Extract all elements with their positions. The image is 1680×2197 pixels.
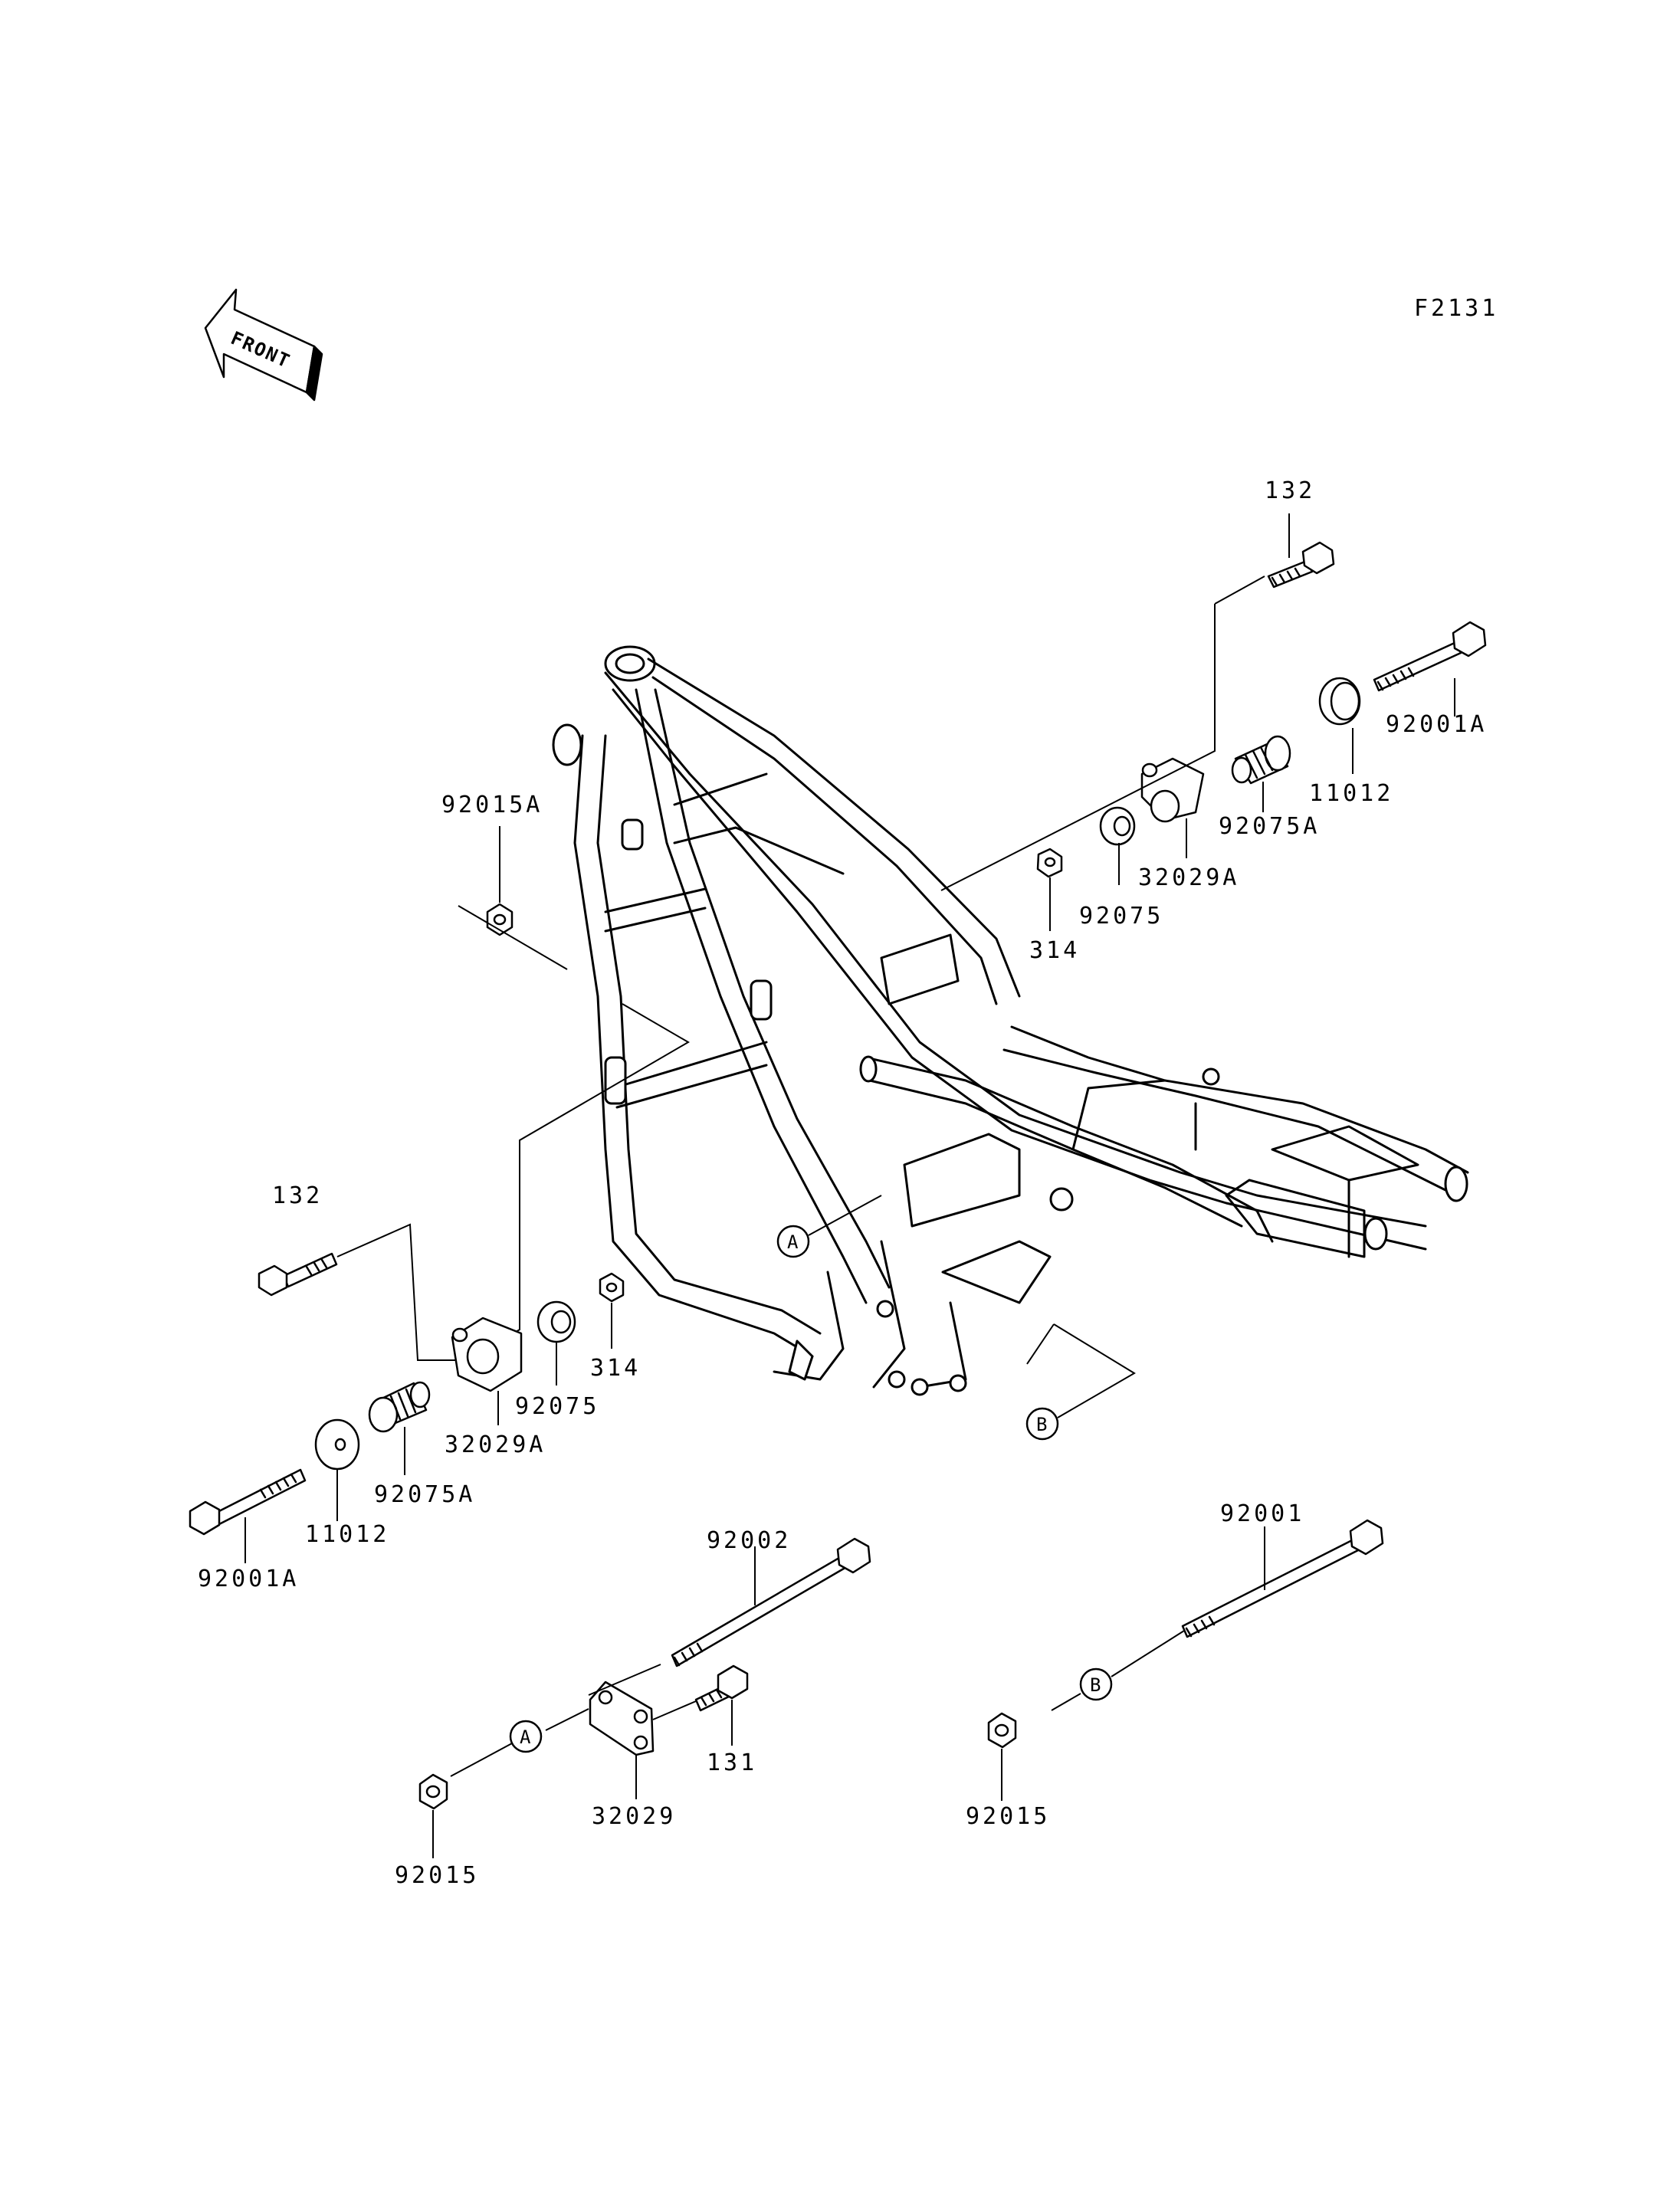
label-132-top: 132 bbox=[1265, 477, 1315, 504]
label-92002: 92002 bbox=[707, 1527, 791, 1554]
label-92075A-top: 92075A bbox=[1219, 813, 1320, 840]
label-92075-left: 92075 bbox=[515, 1393, 599, 1420]
label-32029: 32029 bbox=[592, 1803, 676, 1830]
bolt-92001A-top-icon bbox=[1373, 621, 1487, 692]
motorcycle-frame bbox=[552, 645, 1469, 1396]
label-314-left: 314 bbox=[590, 1355, 641, 1382]
nut-314-left-icon bbox=[599, 1272, 625, 1303]
nut-92015-right-icon bbox=[987, 1712, 1017, 1749]
bolt-131-icon bbox=[694, 1664, 749, 1712]
svg-text:B: B bbox=[1036, 1414, 1047, 1435]
bracket-32029A-top-icon bbox=[1140, 757, 1205, 823]
label-132-left: 132 bbox=[272, 1182, 323, 1209]
bracket-32029A-left-icon bbox=[451, 1317, 523, 1392]
label-92015-left: 92015 bbox=[395, 1862, 479, 1889]
label-92001A-left: 92001A bbox=[198, 1566, 299, 1592]
ref-circle-a-bottom: A bbox=[509, 1720, 543, 1753]
label-11012-left: 11012 bbox=[305, 1521, 389, 1548]
label-92001A-top: 92001A bbox=[1386, 711, 1487, 738]
label-92015A: 92015A bbox=[441, 792, 543, 818]
label-131: 131 bbox=[707, 1749, 757, 1776]
ref-circle-b-bottom: B bbox=[1079, 1667, 1113, 1701]
bolt-92002-icon bbox=[671, 1537, 871, 1667]
bolt-92001-icon bbox=[1181, 1519, 1384, 1638]
label-32029A-top: 32029A bbox=[1138, 864, 1239, 891]
bolt-92001A-left-icon bbox=[189, 1468, 307, 1536]
svg-text:A: A bbox=[787, 1231, 799, 1253]
nut-314-top-icon bbox=[1036, 848, 1063, 878]
plate-32029-icon bbox=[589, 1681, 655, 1756]
svg-text:A: A bbox=[520, 1726, 531, 1748]
label-314-top: 314 bbox=[1029, 937, 1080, 964]
damper-92075A-left-icon bbox=[368, 1381, 431, 1433]
damper-92075-left-icon bbox=[536, 1300, 576, 1343]
damper-92075-top-icon bbox=[1099, 806, 1136, 846]
svg-text:B: B bbox=[1090, 1674, 1101, 1696]
label-92001: 92001 bbox=[1220, 1500, 1304, 1527]
ref-circle-b-frame: B bbox=[1025, 1407, 1059, 1441]
bolt-132-left-icon bbox=[258, 1252, 338, 1297]
label-11012-top: 11012 bbox=[1309, 780, 1393, 807]
diagram-code: F2131 bbox=[1414, 295, 1498, 322]
damper-92075A-top-icon bbox=[1231, 735, 1291, 785]
label-92015-right: 92015 bbox=[966, 1803, 1050, 1830]
ref-circle-a-frame: A bbox=[776, 1225, 810, 1258]
label-92075A-left: 92075A bbox=[374, 1481, 475, 1508]
washer-11012-left-icon bbox=[314, 1418, 360, 1471]
label-32029A-left: 32029A bbox=[445, 1431, 546, 1458]
label-92075-top: 92075 bbox=[1079, 903, 1163, 930]
nut-92015-left-icon bbox=[418, 1773, 448, 1810]
front-arrow-icon: FRONT bbox=[204, 288, 323, 402]
bolt-132-top-icon bbox=[1267, 541, 1335, 589]
washer-11012-top-icon bbox=[1318, 677, 1361, 726]
